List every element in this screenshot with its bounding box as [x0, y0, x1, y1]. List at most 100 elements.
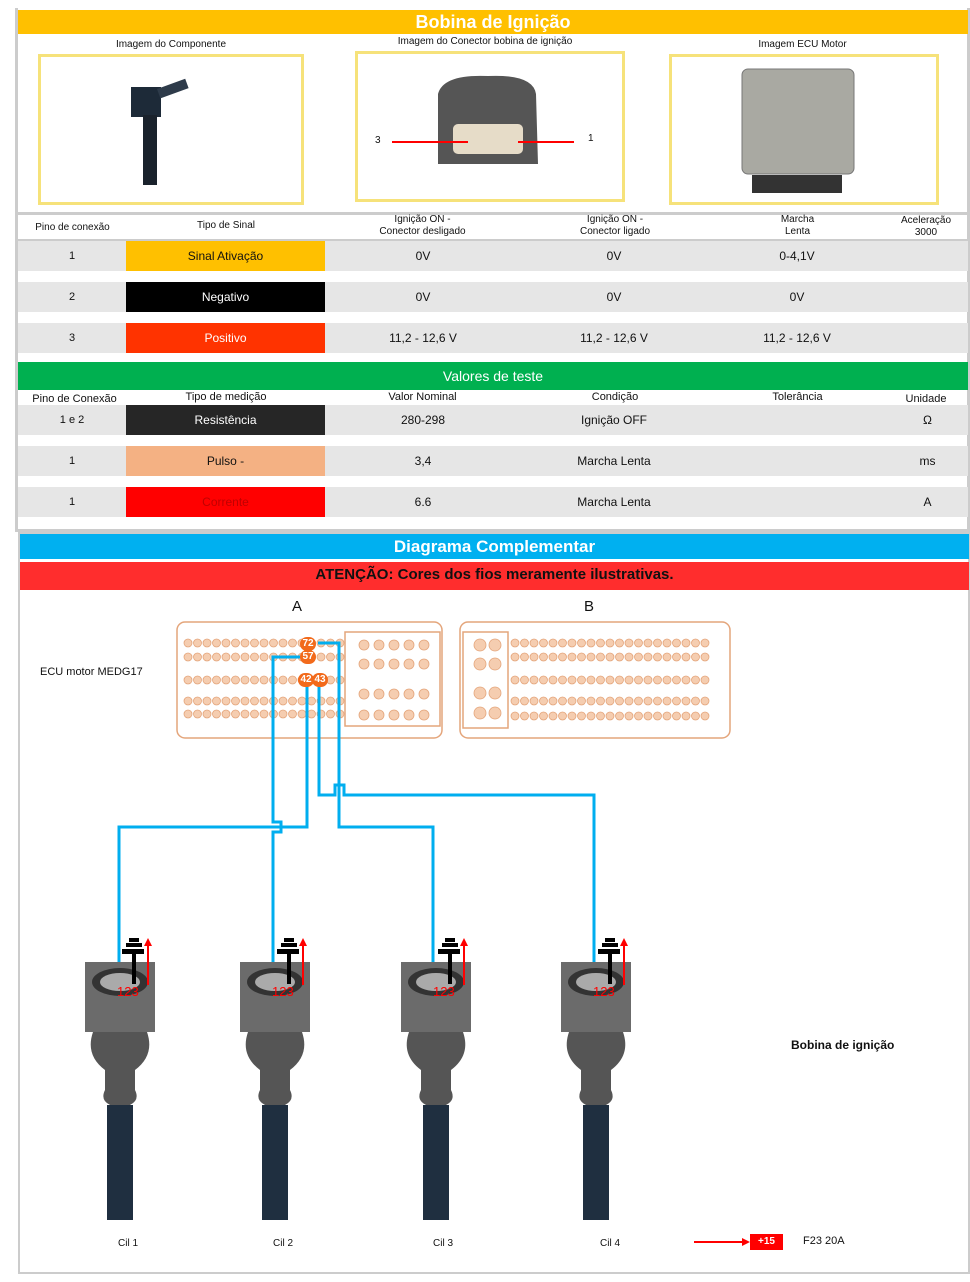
ecu-pin — [403, 709, 415, 721]
ecu-pin — [672, 696, 681, 706]
ecu-photo — [741, 68, 855, 193]
ecu-pin — [577, 711, 586, 721]
ecu-pin — [510, 696, 520, 706]
header-accel: Aceleração 3000 — [900, 215, 952, 238]
ecu-pin — [202, 675, 212, 685]
unit-cell: ms — [919, 454, 936, 468]
ecu-pin — [529, 652, 539, 662]
ecu-pin — [548, 638, 558, 648]
ecu-pin — [240, 696, 250, 706]
ecu-pin — [672, 652, 681, 662]
ecu-pin — [596, 638, 605, 648]
ecu-pin — [605, 675, 615, 685]
component-image — [38, 54, 304, 205]
ecu-pin — [231, 709, 240, 719]
diagram-bar: Diagrama Complementar — [20, 534, 969, 559]
wire-pin-43 — [317, 680, 596, 972]
ecu-pin — [539, 675, 548, 685]
ecu-pin — [488, 706, 502, 720]
ecu-pin — [520, 638, 529, 648]
header-pin: Pino de conexão — [35, 222, 110, 233]
ecu-pin — [700, 638, 710, 648]
value-cell: 0-4,1V — [779, 249, 815, 263]
ecu-pin — [297, 696, 307, 706]
wire-pin-57 — [271, 655, 300, 972]
condition-cell: Marcha Lenta — [577, 454, 651, 468]
ecu-pin — [634, 696, 643, 706]
unit-cell: Ω — [923, 413, 932, 427]
ecu-pin — [672, 638, 681, 648]
header-idle: Marcha Lenta — [780, 214, 815, 237]
ecu-pin — [558, 675, 567, 685]
coil-photo: 123 — [401, 938, 471, 1220]
ecu-pin — [634, 711, 643, 721]
ecu-pin — [202, 638, 212, 648]
value-cell: 11,2 - 12,6 V — [580, 331, 648, 345]
connector-b-label: B — [584, 598, 595, 615]
signal-type-cell: Positivo — [126, 323, 325, 353]
ecu-pin — [240, 638, 250, 648]
ecu-pin — [250, 638, 259, 648]
ecu-pin — [250, 709, 259, 719]
ecu-pin — [403, 658, 415, 670]
ecu-pin — [510, 711, 520, 721]
ecu-pin — [624, 696, 634, 706]
ecu-pin — [193, 696, 202, 706]
ecu-pin — [221, 638, 231, 648]
ecu-pin — [473, 657, 487, 671]
ecu-pin — [691, 696, 700, 706]
connector-image-caption: Imagem do Conector bobina de ignição — [397, 36, 573, 47]
ecu-pin — [307, 709, 316, 719]
ecu-pin — [700, 652, 710, 662]
ecu-pin — [278, 638, 288, 648]
ecu-pin — [307, 696, 316, 706]
ecu-pin — [548, 696, 558, 706]
ecu-pin — [558, 652, 567, 662]
ecu-image-caption: Imagem ECU Motor — [758, 39, 847, 50]
ecu-pin — [212, 638, 221, 648]
ecu-pin — [221, 675, 231, 685]
ecu-pin — [577, 696, 586, 706]
ecu-pin — [539, 652, 548, 662]
coil-name: Cil 4 — [600, 1238, 621, 1249]
ecu-pin — [193, 652, 202, 662]
pin-43: 43 — [312, 673, 328, 687]
ecu-pin — [240, 675, 250, 685]
coil-name: Cil 3 — [433, 1238, 454, 1249]
component-image-caption: Imagem do Componente — [115, 39, 227, 50]
ecu-pin — [288, 696, 297, 706]
coil-pin-numbers: 123 — [433, 984, 455, 999]
ecu-pin — [202, 696, 212, 706]
ecu-pin — [662, 711, 672, 721]
ecu-pin — [634, 675, 643, 685]
pin-cell: 1 — [68, 455, 76, 467]
ecu-pin — [529, 638, 539, 648]
ecu-pin — [373, 709, 385, 721]
ecu-pin — [212, 652, 221, 662]
ecu-pin — [259, 652, 269, 662]
ecu-pin — [358, 688, 370, 700]
ecu-pin — [388, 639, 400, 651]
ecu-pin — [662, 652, 672, 662]
ecu-pin — [539, 696, 548, 706]
ecu-pin — [250, 652, 259, 662]
ecu-pin — [624, 711, 634, 721]
ecu-pin — [586, 675, 596, 685]
pin-3-label: 3 — [375, 135, 381, 146]
ecu-pin — [615, 711, 624, 721]
ecu-pin — [615, 696, 624, 706]
header-ign-on-disconnected: Ignição ON - Conector desligado — [379, 214, 466, 237]
ecu-pin — [577, 675, 586, 685]
ecu-pin — [681, 638, 691, 648]
ecu-pin — [548, 711, 558, 721]
ecu-pin — [488, 657, 502, 671]
value-cell: 0V — [606, 290, 622, 304]
ecu-pin — [193, 675, 202, 685]
signal-table-header — [18, 212, 968, 242]
ecu-pin — [558, 696, 567, 706]
